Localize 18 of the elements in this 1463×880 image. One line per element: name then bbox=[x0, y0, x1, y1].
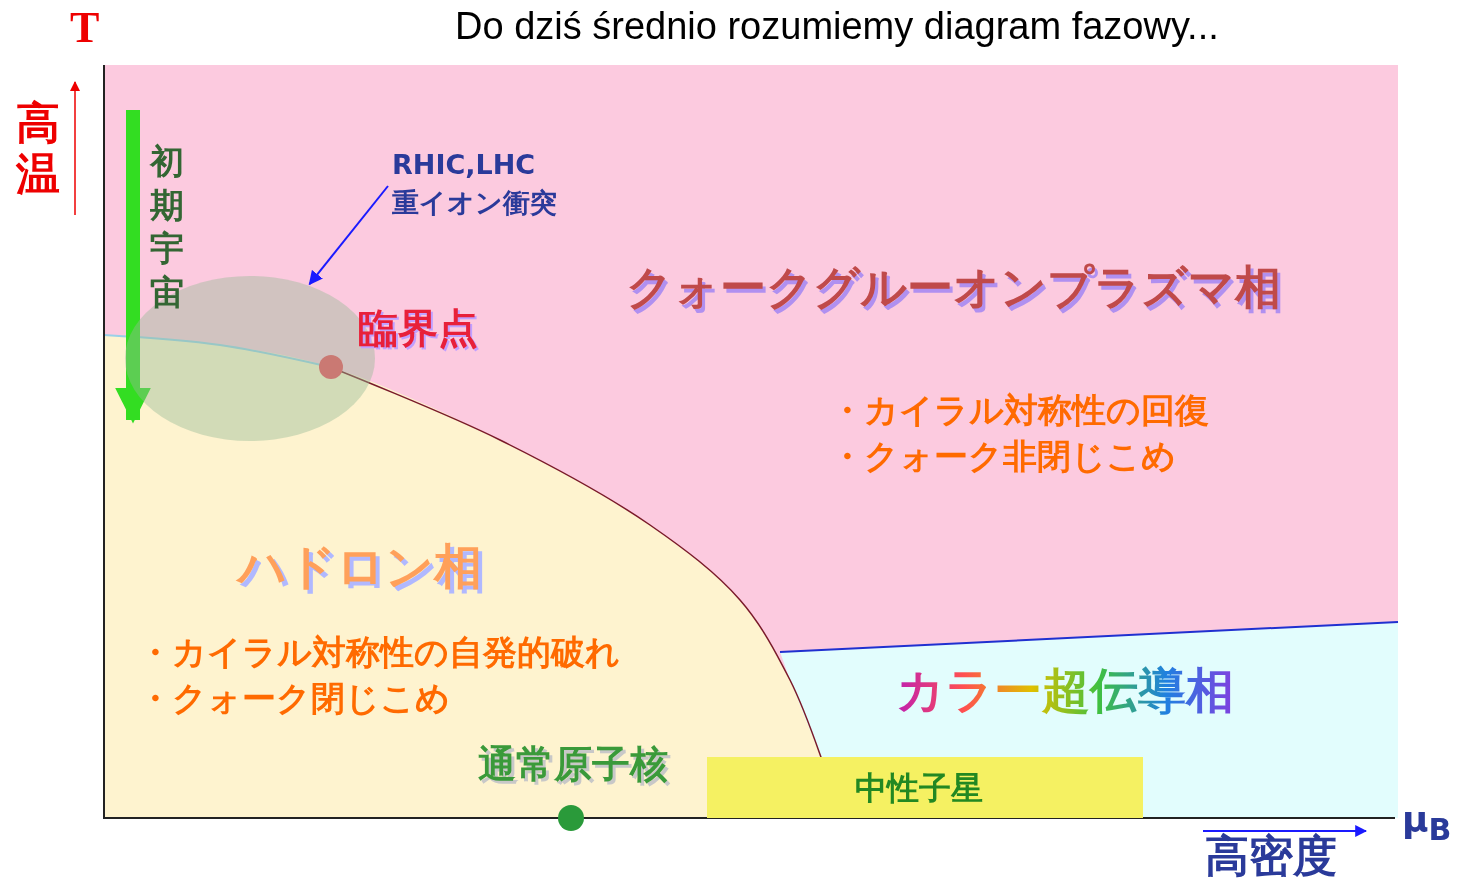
point-label: 通常原子核 bbox=[478, 744, 668, 786]
arrow bbox=[308, 185, 389, 286]
axis-label: 高温 bbox=[16, 98, 60, 200]
collision-label-text: RHIC,LHC 重イオン衝突 bbox=[392, 148, 558, 220]
point-label: 臨界点 bbox=[358, 306, 478, 350]
property-text: ・クォーク非閉じこめ bbox=[830, 438, 1176, 476]
neutron-star-band bbox=[707, 757, 1143, 818]
property-text: ・カイラル対称性の回復 bbox=[830, 392, 1209, 430]
axis-label: T bbox=[70, 4, 100, 53]
slide-title: Do dziś średnio rozumiemy diagram fazowy... bbox=[455, 6, 1219, 48]
phase-label: クォークグルーオンプラズマ相 bbox=[626, 262, 1281, 313]
axis-label: μ$_{B}$ bbox=[1402, 800, 1452, 847]
axis-label: 高密度 bbox=[1205, 832, 1337, 880]
property-text: ・クォーク閉じこめ bbox=[138, 680, 450, 718]
property-text: ・カイラル対称性の自発的破れ bbox=[138, 634, 620, 672]
phase-label: ハドロン相 bbox=[238, 540, 482, 593]
neutron-star-label: 中性子星 bbox=[855, 771, 983, 807]
region-label: 初期宇宙 bbox=[150, 140, 184, 314]
